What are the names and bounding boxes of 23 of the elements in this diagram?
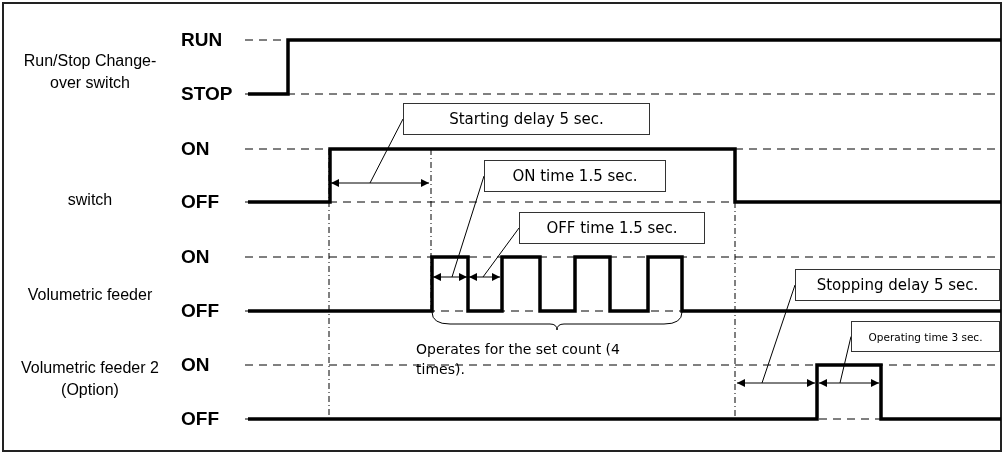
leader-line	[369, 118, 404, 184]
level-label: ON	[181, 138, 210, 160]
level-label: STOP	[181, 83, 233, 105]
level-label: ON	[181, 246, 210, 268]
signal-name: switch	[66, 190, 114, 210]
level-label: ON	[181, 354, 210, 376]
callout-box: Starting delay 5 sec.	[403, 103, 650, 135]
leader-line	[839, 336, 852, 384]
level-label: OFF	[181, 191, 219, 213]
level-label: RUN	[181, 29, 223, 51]
note-text: Operates for the set count (4 times).	[416, 340, 621, 379]
level-label: OFF	[181, 408, 219, 430]
leader-line	[761, 284, 796, 384]
callout-box: ON time 1.5 sec.	[484, 160, 666, 192]
callout-box: Stopping delay 5 sec.	[795, 269, 1000, 301]
signal-name: Volumetric feeder 2 (Option)	[20, 358, 160, 400]
leader-line	[451, 175, 485, 278]
callout-box: Operating time 3 sec.	[851, 321, 1000, 352]
signal-name: Volumetric feeder	[26, 285, 154, 305]
level-label: OFF	[181, 300, 219, 322]
callout-box: OFF time 1.5 sec.	[519, 212, 705, 244]
signal-name: Run/Stop Change-over switch	[22, 51, 158, 93]
leader-line	[482, 227, 520, 278]
